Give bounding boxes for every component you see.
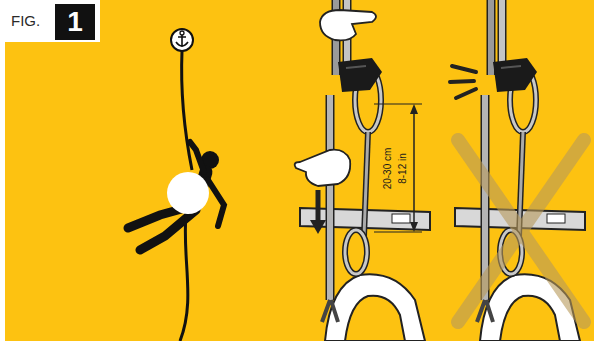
pull-arrow	[316, 190, 321, 222]
glove-hand	[320, 10, 376, 40]
shock-lines	[450, 66, 476, 98]
dimension-tick	[374, 104, 422, 232]
figure-number-box: 1	[55, 4, 95, 40]
climber-arm	[208, 180, 224, 226]
figure-number: 1	[67, 8, 83, 36]
dimension-label: 8-12 in	[396, 152, 407, 185]
climber-leg	[140, 210, 196, 250]
margin-bar	[0, 0, 5, 341]
climber-arm	[190, 142, 204, 172]
pull-arrowhead	[310, 220, 326, 234]
correct-setup	[295, 0, 430, 341]
dimension-arrowhead	[410, 222, 418, 232]
device-highlight	[167, 172, 209, 214]
header-panel	[0, 0, 100, 42]
belay-rig	[455, 0, 585, 341]
dimension-label: 20-30 cm	[383, 146, 394, 190]
glove-hand	[295, 150, 351, 186]
dimension-line	[413, 110, 415, 226]
rope	[180, 214, 188, 341]
dimension-arrowhead	[410, 104, 418, 114]
incorrect-setup	[450, 0, 585, 341]
rope	[182, 51, 192, 170]
figure-label: FIG.	[10, 13, 41, 30]
anchor-badge	[171, 29, 193, 51]
anchor-symbol	[176, 35, 188, 47]
anchor-ring	[180, 31, 184, 35]
climber-figure	[128, 29, 224, 341]
cross-mark	[458, 140, 584, 322]
